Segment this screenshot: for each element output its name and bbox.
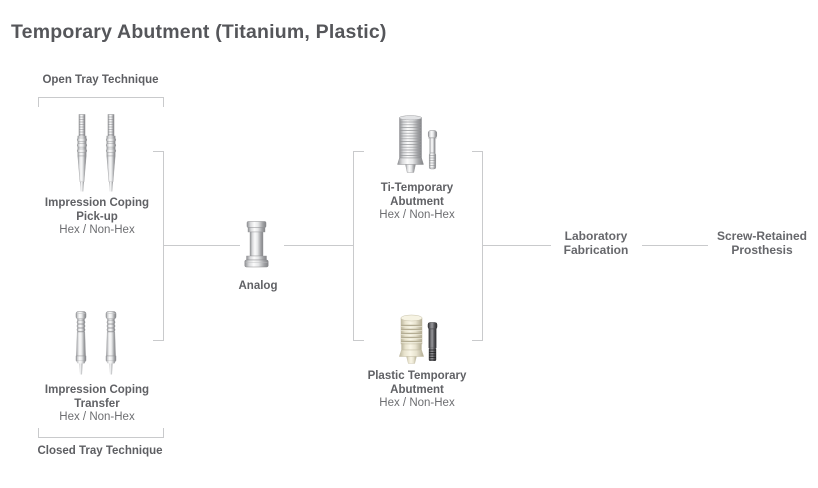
ti-abutment-name-line2: Abutment bbox=[390, 195, 444, 208]
transfer-coping-label: Impression Coping Transfer Hex / Non-Hex bbox=[17, 384, 177, 425]
abutment-group-bracket-right bbox=[472, 151, 483, 341]
ti-abutment-name-line1: Ti-Temporary bbox=[380, 182, 454, 194]
plastic-abutment-name-line1: Plastic Temporary bbox=[367, 370, 467, 382]
connector-analog-to-abutments bbox=[284, 245, 353, 246]
abutment-group-bracket-left bbox=[353, 151, 364, 341]
screw-retained-prosthesis-label: Screw-Retained Prosthesis bbox=[711, 229, 813, 257]
impression-coping-pickup-icon bbox=[104, 114, 118, 194]
plastic-abutment-label: Plastic Temporary Abutment Hex / Non-Hex bbox=[347, 370, 487, 411]
laboratory-line2: Fabrication bbox=[563, 242, 629, 257]
ti-abutment-screw-icon bbox=[427, 130, 438, 173]
impression-coping-transfer-icon bbox=[103, 311, 119, 377]
plastic-abutment-name-line2: Abutment bbox=[390, 383, 444, 396]
coping-group-bracket bbox=[153, 151, 164, 341]
impression-coping-transfer-icon bbox=[73, 311, 89, 377]
prosthesis-line1: Screw-Retained bbox=[716, 229, 808, 243]
pickup-coping-name-line2: Pick-up bbox=[76, 210, 118, 223]
analog-name: Analog bbox=[238, 280, 278, 292]
plastic-abutment-variant: Hex / Non-Hex bbox=[379, 397, 455, 409]
transfer-coping-variant: Hex / Non-Hex bbox=[59, 411, 135, 423]
transfer-coping-name-line2: Transfer bbox=[74, 397, 120, 410]
plastic-abutment-screw-icon bbox=[427, 322, 438, 364]
laboratory-line1: Laboratory bbox=[564, 229, 628, 243]
ti-abutment-variant: Hex / Non-Hex bbox=[379, 209, 455, 221]
pickup-coping-variant: Hex / Non-Hex bbox=[59, 224, 135, 236]
page-title: Temporary Abutment (Titanium, Plastic) bbox=[11, 21, 387, 43]
open-tray-bracket bbox=[38, 97, 164, 107]
pickup-coping-name-line1: Impression Coping bbox=[44, 197, 150, 209]
impression-coping-pickup-icon bbox=[75, 114, 89, 194]
open-tray-technique-label: Open Tray Technique bbox=[42, 74, 159, 86]
closed-tray-technique-label: Closed Tray Technique bbox=[37, 445, 163, 457]
connector-laboratory-to-prosthesis bbox=[642, 245, 708, 246]
ti-temporary-abutment-icon bbox=[397, 115, 424, 174]
plastic-temporary-abutment-icon bbox=[399, 313, 424, 366]
prosthesis-line2: Prosthesis bbox=[731, 242, 793, 257]
analog-label: Analog bbox=[208, 280, 308, 294]
ti-abutment-label: Ti-Temporary Abutment Hex / Non-Hex bbox=[352, 182, 482, 223]
analog-icon bbox=[244, 221, 269, 269]
connector-abutments-to-laboratory bbox=[483, 245, 551, 246]
connector-coping-to-analog bbox=[164, 245, 240, 246]
laboratory-fabrication-label: Laboratory Fabrication bbox=[546, 229, 646, 257]
transfer-coping-name-line1: Impression Coping bbox=[44, 384, 150, 396]
closed-tray-bracket bbox=[38, 428, 164, 438]
pickup-coping-label: Impression Coping Pick-up Hex / Non-Hex bbox=[17, 197, 177, 238]
